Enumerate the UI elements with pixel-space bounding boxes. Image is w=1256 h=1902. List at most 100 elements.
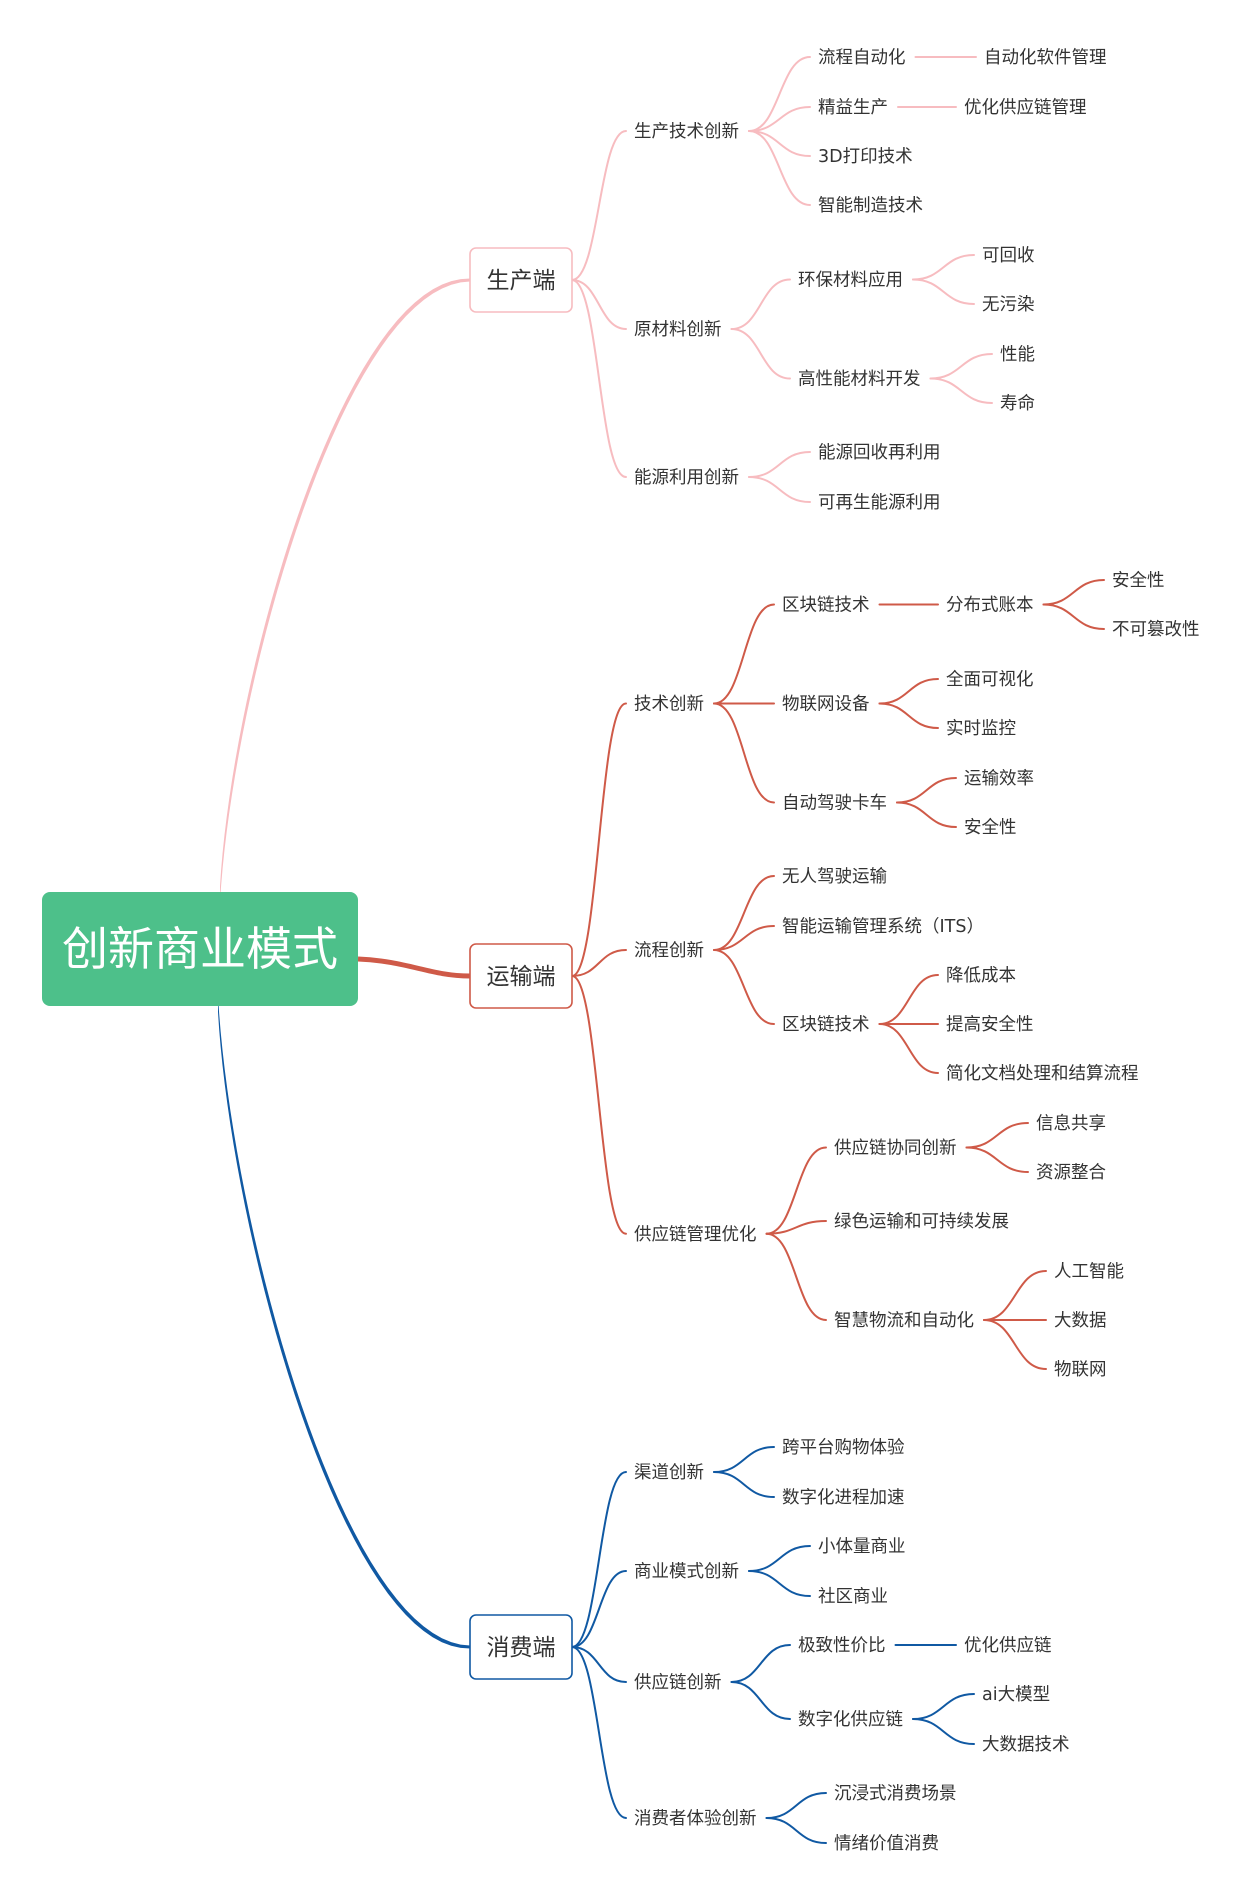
mind-map-node: 分布式账本: [946, 596, 1034, 616]
mind-map-node: 极致性价比: [798, 1636, 886, 1656]
connector-line: [571, 949, 627, 977]
connector-line: [748, 130, 811, 206]
root-node-title: 创新商业模式: [62, 922, 338, 976]
connector-line: [1042, 579, 1105, 606]
mind-map-node: 环保材料应用: [798, 271, 903, 291]
connector-line: [1042, 603, 1105, 630]
connector-line: [730, 328, 791, 380]
mind-map-node: 物联网设备: [782, 695, 870, 715]
mind-map-node: 供应链创新: [634, 1673, 722, 1693]
mind-map-node: 流程自动化: [818, 48, 906, 68]
connector-line: [965, 1122, 1029, 1149]
connector-line: [571, 130, 627, 281]
connector-line: [983, 1319, 1047, 1370]
mind-map-node: 无人驾驶运输: [782, 867, 887, 887]
connector-line: [748, 451, 811, 478]
connector-line: [765, 1817, 827, 1844]
main-branch-connector: [220, 278, 470, 902]
mind-map-node: 能源回收再利用: [818, 443, 941, 463]
connector-line: [765, 1792, 827, 1819]
connector-line: [896, 777, 957, 804]
mind-map-node: 3D打印技术: [818, 147, 913, 167]
mind-map-node: 跨平台购物体验: [782, 1438, 905, 1458]
mind-map-node: 情绪价值消费: [834, 1834, 939, 1854]
mind-map-node: 性能: [1000, 345, 1035, 365]
mind-map-node: 渠道创新: [634, 1463, 704, 1483]
connector-line: [748, 56, 811, 132]
mind-map-node: 无污染: [982, 295, 1035, 315]
mind-map-node: 社区商业: [818, 1587, 888, 1607]
mind-map-node: 供应链协同创新: [834, 1139, 957, 1159]
connector-line: [896, 801, 957, 828]
connector-line: [713, 875, 775, 951]
connector-line: [730, 1681, 791, 1720]
connector-line: [571, 1646, 627, 1683]
mind-map-node: 优化供应链: [964, 1636, 1052, 1656]
main-branch-connector: [218, 996, 470, 1649]
mind-map-node: 生产技术创新: [634, 122, 739, 142]
mind-map-node: 可回收: [982, 246, 1035, 266]
connector-line: [748, 1570, 811, 1597]
mind-map-node: 物联网: [1054, 1360, 1107, 1380]
mind-map-node: 降低成本: [946, 966, 1016, 986]
connector-line: [983, 1270, 1047, 1321]
mind-map-node: 人工智能: [1054, 1262, 1124, 1282]
node-layer: 创新商业模式生产端生产技术创新流程自动化自动化软件管理精益生产优化供应链管理3D…: [42, 48, 1200, 1854]
connector-line: [929, 353, 993, 380]
mind-map-node: ai大模型: [982, 1685, 1050, 1705]
mind-map-node: 绿色运输和可持续发展: [834, 1212, 1009, 1232]
mind-map-node: 数字化供应链: [798, 1710, 903, 1730]
mind-map-node: 沉浸式消费场景: [834, 1784, 957, 1804]
connector-line: [878, 974, 939, 1025]
connector-line: [571, 1646, 627, 1819]
mind-map-node: 智能运输管理系统（ITS）: [782, 917, 984, 937]
mind-map-node: 能源利用创新: [634, 468, 739, 488]
branch-node-label: 消费端: [487, 1635, 556, 1661]
mind-map-node: 智慧物流和自动化: [834, 1311, 974, 1331]
mind-map-node: 供应链管理优化: [634, 1225, 757, 1245]
mind-map-node: 全面可视化: [946, 670, 1034, 690]
mind-map-node: 安全性: [964, 818, 1017, 838]
mind-map-node: 技术创新: [634, 695, 704, 715]
mind-map-node: 商业模式创新: [634, 1562, 739, 1582]
connector-line: [571, 279, 627, 478]
mind-map-node: 不可篡改性: [1112, 619, 1200, 640]
connector-line: [748, 476, 811, 503]
branch-node-box: [469, 247, 573, 313]
connector-line: [713, 1471, 775, 1498]
connector-line: [713, 949, 775, 1025]
mind-map-node: 可再生能源利用: [818, 493, 941, 513]
connector-line: [765, 1220, 827, 1235]
mind-map-node: 消费者体验创新: [634, 1809, 757, 1829]
mind-map-node: 安全性: [1112, 571, 1165, 591]
mind-map-node: 区块链技术: [782, 596, 870, 616]
connector-line: [878, 678, 939, 705]
mind-map-node: 自动化软件管理: [984, 48, 1107, 68]
mind-map-node: 大数据: [1054, 1311, 1107, 1331]
mind-map-node: 寿命: [1000, 394, 1035, 414]
mind-map-node: 流程创新: [634, 941, 704, 961]
connector-line: [912, 1718, 975, 1745]
connector-line: [912, 1693, 975, 1720]
mind-map-node: 实时监控: [946, 719, 1016, 739]
root-node-box: [42, 892, 358, 1006]
connector-line: [912, 278, 975, 305]
mind-map-node: 简化文档处理和结算流程: [946, 1064, 1139, 1084]
connector-line: [713, 603, 775, 705]
mind-map-node: 信息共享: [1036, 1114, 1106, 1134]
mind-map-node: 小体量商业: [818, 1537, 906, 1557]
connector-line: [571, 279, 627, 330]
main-branch-connector: [357, 956, 471, 979]
connector-line: [713, 925, 775, 951]
connector-line: [730, 278, 791, 330]
branch-node-label: 生产端: [487, 268, 556, 294]
connector-line: [713, 1446, 775, 1473]
mind-map-node: 原材料创新: [634, 320, 722, 340]
connector-line: [713, 702, 775, 804]
connector-line: [571, 1471, 627, 1648]
mind-map-node: 提高安全性: [946, 1015, 1034, 1035]
connector-line: [571, 702, 627, 977]
connector-layer: [218, 56, 1105, 1844]
connector-line: [571, 975, 627, 1235]
mind-map-node: 区块链技术: [782, 1015, 870, 1035]
